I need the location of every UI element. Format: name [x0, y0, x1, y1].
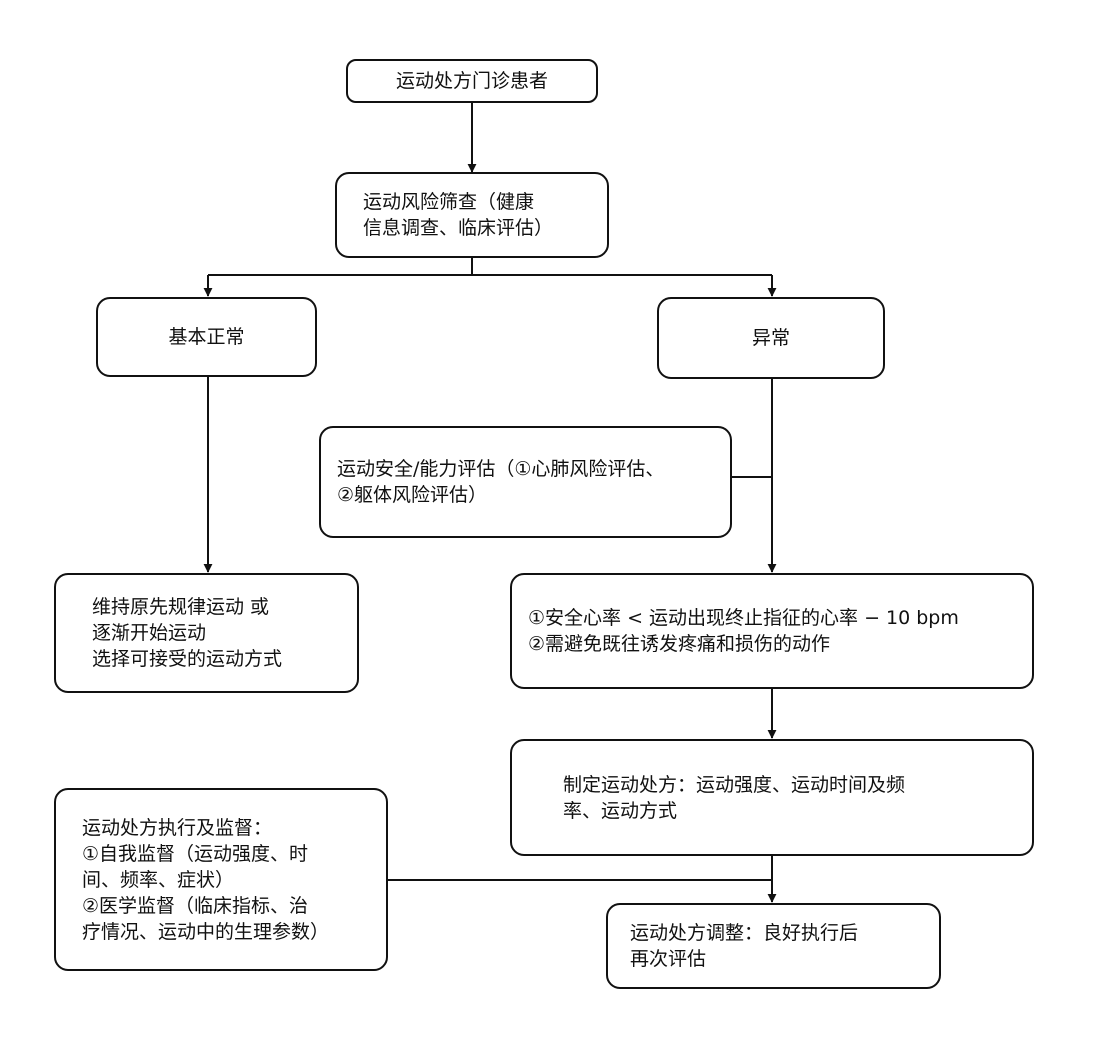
node-patient-line: 运动处方门诊患者 [395, 70, 548, 92]
node-supervision: 运动处方执行及监督： ①自我监督（运动强度、时 间、频率、症状） ②医学监督（临… [54, 788, 388, 971]
node-safety-eval-line-1: 运动安全/能力评估（①心肺风险评估、 [337, 458, 665, 480]
node-screening-line-2: 信息调查、临床评估） [363, 217, 554, 239]
node-normal: 基本正常 [96, 297, 317, 377]
node-adjustment: 运动处方调整：良好执行后 再次评估 [606, 903, 941, 989]
node-abnormal-line: 异常 [751, 327, 790, 349]
node-maintain-line-3: 选择可接受的运动方式 [92, 648, 283, 670]
node-supervision-line-1: 运动处方执行及监督： [82, 816, 273, 839]
node-patient: 运动处方门诊患者 [346, 59, 598, 103]
node-prescription-line-1: 制定运动处方：运动强度、运动时间及频 [563, 773, 906, 796]
node-screening-line-1: 运动风险筛查（健康 [363, 191, 535, 213]
node-safety-eval-line-2: ②躯体风险评估） [337, 484, 488, 506]
node-heart-rate-line-2: ②需避免既往诱发疼痛和损伤的动作 [528, 633, 831, 655]
node-screening: 运动风险筛查（健康 信息调查、临床评估） [335, 172, 609, 258]
node-adjustment-line-1: 运动处方调整：良好执行后 [630, 922, 859, 944]
node-abnormal: 异常 [657, 297, 885, 379]
node-heart-rate-line-1: ①安全心率 < 运动出现终止指征的心率 − 10 bpm [528, 607, 959, 629]
node-supervision-line-2: ①自我监督（运动强度、时 [82, 842, 309, 865]
node-heart-rate: ①安全心率 < 运动出现终止指征的心率 − 10 bpm ②需避免既往诱发疼痛和… [510, 573, 1034, 689]
node-safety-eval: 运动安全/能力评估（①心肺风险评估、 ②躯体风险评估） [319, 426, 732, 538]
node-supervision-line-3: 间、频率、症状） [82, 868, 235, 891]
node-maintain-line-1: 维持原先规律运动 或 [92, 596, 270, 618]
node-supervision-line-5: 疗情况、运动中的生理参数） [82, 920, 330, 943]
node-supervision-line-4: ②医学监督（临床指标、治 [82, 894, 309, 917]
node-maintain: 维持原先规律运动 或 逐渐开始运动 选择可接受的运动方式 [54, 573, 359, 693]
node-maintain-line-2: 逐渐开始运动 [92, 622, 207, 644]
node-normal-line: 基本正常 [168, 326, 245, 348]
node-adjustment-line-2: 再次评估 [630, 948, 707, 970]
node-prescription: 制定运动处方：运动强度、运动时间及频 率、运动方式 [510, 739, 1034, 856]
node-prescription-line-2: 率、运动方式 [563, 799, 678, 822]
